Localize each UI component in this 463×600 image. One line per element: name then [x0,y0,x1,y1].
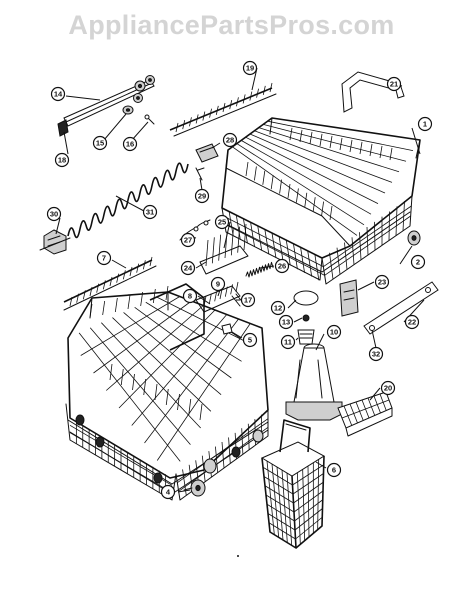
callout-9: 9 [210,276,226,292]
part-23-latch [339,279,359,317]
callout-2: 2 [410,254,426,270]
part-4-lower-wheel [183,479,206,497]
svg-text:14: 14 [54,90,63,99]
callout-20: 20 [380,380,396,396]
part-2-roller [407,230,421,246]
part-26-spring [245,261,274,278]
svg-text:18: 18 [58,156,66,165]
callout-18: 18 [54,152,70,168]
callout-24: 24 [180,260,196,276]
callout-6: 6 [326,462,342,478]
svg-text:23: 23 [378,278,386,287]
callout-12: 12 [270,300,286,316]
svg-text:26: 26 [278,262,286,271]
watermark-text: AppliancePartsPros.com [68,10,395,40]
lower-rack [65,283,269,501]
svg-text:10: 10 [330,328,338,337]
svg-text:15: 15 [96,139,104,148]
callout-10: 10 [326,324,342,340]
lower-rack-wheels [75,414,264,484]
svg-text:24: 24 [184,264,193,273]
svg-text:19: 19 [246,64,254,73]
part-10-wash-tower [285,343,343,421]
callout-31: 31 [142,204,158,220]
part-28-bracket [195,143,219,163]
callout-1: 1 [417,116,433,132]
part-5-screw [221,323,241,339]
upper-rack [221,117,421,285]
part-22-stabilizer-bar [363,281,439,335]
callout-7: 7 [96,250,112,266]
callout-22: 22 [404,314,420,330]
svg-text:2: 2 [416,258,420,267]
callout-19: 19 [242,60,258,76]
part-29-clip [195,167,205,181]
callout-30: 30 [46,206,62,222]
callout-27: 27 [180,232,196,248]
svg-text:11: 11 [284,338,292,347]
part-6-silverware-basket [260,419,325,549]
svg-text:4: 4 [166,488,171,497]
part-15-roller [122,105,134,115]
svg-text:1: 1 [423,120,427,129]
svg-text:16: 16 [126,140,134,149]
part-12-cap [293,290,319,306]
part-14-rack-track [63,75,155,127]
svg-text:31: 31 [146,208,154,217]
svg-text:6: 6 [332,466,336,475]
svg-text:28: 28 [226,136,234,145]
callout-28: 28 [222,132,238,148]
svg-text:32: 32 [372,350,380,359]
part-19-tine-row [169,82,277,137]
svg-text:22: 22 [408,318,416,327]
part-11-nozzle [297,329,315,345]
svg-text:5: 5 [248,336,252,345]
callout-23: 23 [374,274,390,290]
callout-15: 15 [92,135,108,151]
part-20-small-basket [337,391,393,437]
callout-14: 14 [50,86,66,102]
callout-13: 13 [278,314,294,330]
part-7-fold-down-tines [63,256,157,311]
callout-25: 25 [214,214,230,230]
svg-text:20: 20 [384,384,392,393]
stray-mark [237,555,239,557]
callout-21: 21 [386,76,402,92]
svg-text:30: 30 [50,210,58,219]
svg-text:7: 7 [102,254,106,263]
part-16-screw [144,114,155,125]
part-13-nut [302,314,310,322]
svg-text:21: 21 [390,80,398,89]
callout-26: 26 [274,258,290,274]
svg-text:12: 12 [274,304,282,313]
callout-32: 32 [368,346,384,362]
callout-11: 11 [280,334,296,350]
callout-5: 5 [242,332,258,348]
callout-29: 29 [194,188,210,204]
svg-text:9: 9 [216,280,220,289]
svg-text:27: 27 [184,236,192,245]
callout-8: 8 [182,288,198,304]
callout-16: 16 [122,136,138,152]
callout-4: 4 [160,484,176,500]
part-30-height-adjuster [39,229,71,255]
callout-17: 17 [240,292,256,308]
part-31-cup-shelf-wire [67,162,189,239]
part-18-track-end-stop [57,119,69,137]
svg-text:13: 13 [282,318,290,327]
svg-text:8: 8 [188,292,192,301]
svg-text:29: 29 [198,192,206,201]
svg-text:25: 25 [218,218,226,227]
svg-text:17: 17 [244,296,252,305]
